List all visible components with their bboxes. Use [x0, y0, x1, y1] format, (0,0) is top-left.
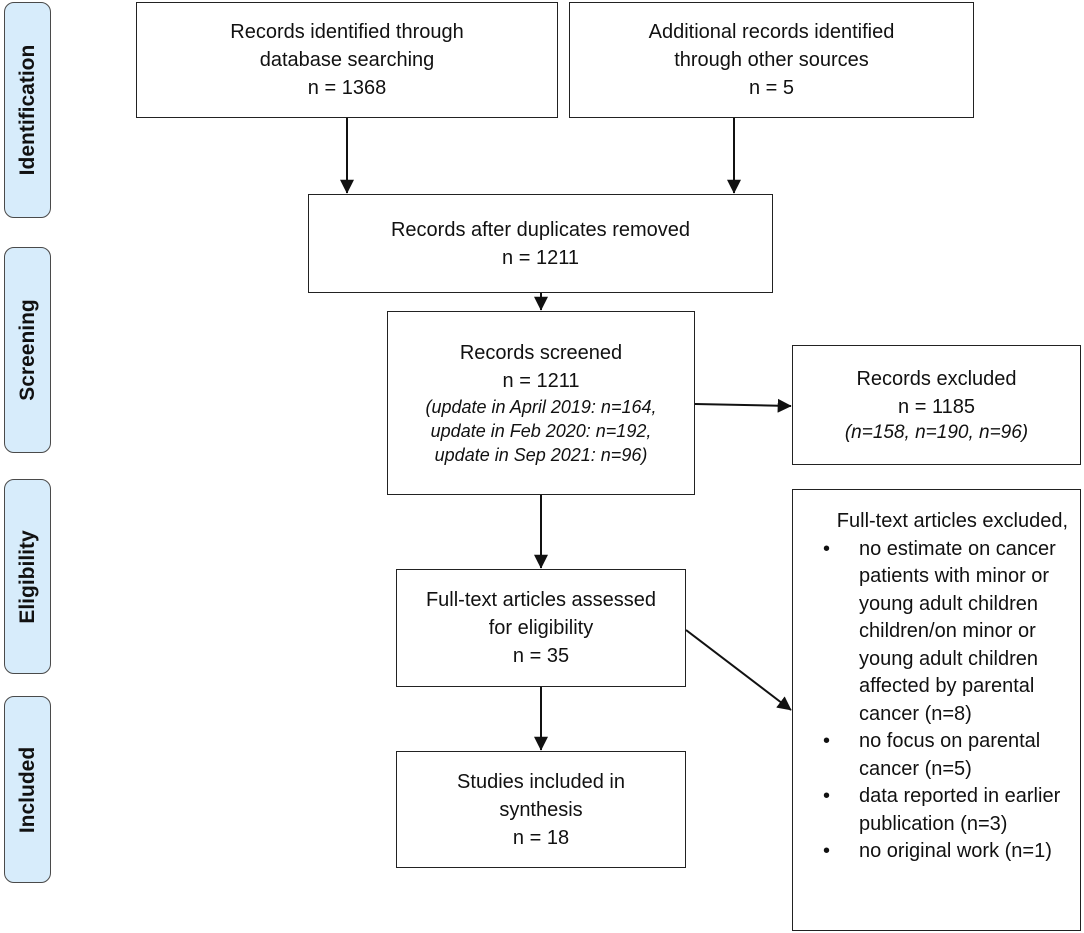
- box-studies-included: Studies included in synthesis n = 18: [396, 751, 686, 868]
- arrow-screened-to-excluded: [694, 398, 792, 413]
- stage-screening: Screening: [4, 247, 51, 453]
- box-other-line1: Additional records identified: [648, 21, 895, 43]
- box-fulltext-assessed: Full-text articles assessed for eligibil…: [396, 569, 686, 687]
- box-screened-count: n = 1211: [502, 370, 580, 392]
- box-database-line2: database searching: [259, 49, 435, 71]
- box-fulltext-count: n = 35: [512, 645, 570, 667]
- box-excluded-line1: Records excluded: [856, 368, 1017, 390]
- exclusion-reason-item: no estimate on cancer patients with mino…: [805, 536, 1070, 729]
- box-other-sources: Additional records identified through ot…: [569, 2, 974, 118]
- box-other-line2: through other sources: [674, 49, 869, 71]
- exclusion-reason-item: no original work (n=1): [805, 838, 1070, 866]
- box-deduplicated-count: n = 1211: [502, 246, 579, 269]
- arrow-fulltext-to-excluded: [685, 629, 792, 711]
- fulltext-excluded-list: no estimate on cancer patients with mino…: [805, 536, 1070, 866]
- box-database-records: Records identified through database sear…: [136, 2, 558, 118]
- stage-included: Included: [4, 696, 51, 883]
- stage-eligibility: Eligibility: [4, 479, 51, 674]
- fulltext-excluded-header: Full-text articles excluded,: [836, 510, 1068, 532]
- box-included-line1: Studies included in: [457, 770, 625, 793]
- box-screened-note2: update in Feb 2020: n=192,: [430, 421, 652, 441]
- box-screened-line1: Records screened: [459, 342, 623, 364]
- box-fulltext-line1: Full-text articles assessed: [425, 589, 657, 611]
- box-screened-note1: (update in April 2019: n=164,: [425, 397, 657, 417]
- box-fulltext-excluded: Full-text articles excluded, no estimate…: [792, 489, 1081, 931]
- box-database-line1: Records identified through: [230, 21, 464, 43]
- stage-identification: Identification: [4, 2, 51, 218]
- box-included-count: n = 18: [512, 826, 570, 849]
- box-duplicates-removed: Records after duplicates removed n = 121…: [308, 194, 773, 293]
- box-included-line2: synthesis: [499, 798, 583, 821]
- exclusion-reason-item: no focus on parental cancer (n=5): [805, 728, 1070, 783]
- box-screened-note3: update in Sep 2021: n=96): [434, 445, 648, 465]
- box-database-count: n = 1368: [307, 77, 387, 99]
- exclusion-reason-item: data reported in earlier publication (n=…: [805, 783, 1070, 838]
- box-excluded-count: n = 1185: [898, 396, 975, 418]
- box-records-excluded: Records excluded n = 1185 (n=158, n=190,…: [792, 345, 1081, 465]
- box-excluded-note: (n=158, n=190, n=96): [844, 422, 1029, 443]
- box-deduplicated-line1: Records after duplicates removed: [390, 218, 691, 241]
- box-records-screened: Records screened n = 1211 (update in Apr…: [387, 311, 695, 495]
- box-fulltext-line2: for eligibility: [488, 617, 594, 639]
- box-other-count: n = 5: [748, 77, 795, 99]
